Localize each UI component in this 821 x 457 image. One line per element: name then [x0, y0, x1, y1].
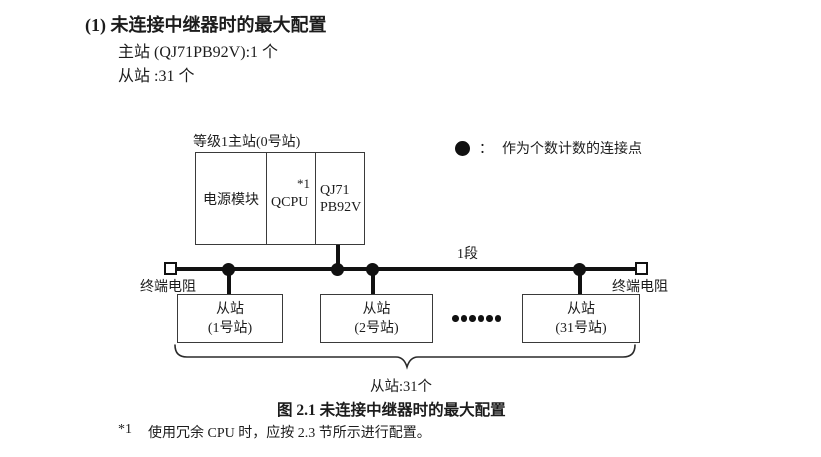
module-label-line1: QJ71: [320, 182, 350, 198]
footnote-marker: *1: [118, 422, 132, 437]
slave1-label-line2: (1号站): [207, 320, 253, 336]
footnote-text: 使用冗余 CPU 时，应按 2.3 节所示进行配置。: [148, 426, 431, 441]
slave31-label-line1: 从站: [567, 301, 595, 317]
master-drop-line: [336, 245, 340, 269]
legend-separator: ：: [479, 142, 493, 157]
master-station-label: 等级1主站(0号站): [193, 135, 301, 150]
power-module-label: 电源模块: [203, 192, 259, 208]
slave2-label-line1: 从站: [362, 301, 391, 317]
slave2-label-line2: (2号站): [354, 320, 399, 336]
connection-dot-slave31: [573, 263, 586, 276]
legend: ： 作为个数计数的连接点: [455, 138, 642, 158]
module-label-line2: PB92V: [320, 199, 362, 215]
terminator-right-label: 终端电阻: [612, 280, 668, 295]
footnote: *1 使用冗余 CPU 时，应按 2.3 节所示进行配置。: [118, 422, 431, 442]
connection-point-icon: [455, 140, 470, 156]
connection-dot-slave2: [366, 263, 379, 276]
slave1-label-line1: 从站: [216, 301, 244, 317]
legend-text: 作为个数计数的连接点: [502, 142, 642, 157]
segment-label: 1段: [457, 247, 478, 262]
figure-caption: 图 2.1 未连接中继器时的最大配置: [277, 402, 506, 419]
slave2-drop-line: [371, 269, 375, 295]
power-module-cell: 电源模块: [196, 153, 266, 244]
connection-dot-slave1: [222, 263, 235, 276]
spec-master-count: 主站 (QJ71PB92V):1 个: [118, 44, 279, 61]
cpu-cell: *1 QCPU: [266, 153, 315, 244]
cpu-footnote-marker: *1: [297, 176, 310, 191]
terminator-left-label: 终端电阻: [140, 280, 196, 295]
slave-box-1: 从站 (1号站): [177, 294, 283, 343]
terminator-right-icon: [635, 262, 648, 275]
slave1-drop-line: [227, 269, 231, 295]
slave-group-brace: [174, 344, 636, 370]
slave31-label-line2: (31号站): [555, 320, 607, 336]
pb92v-module-cell: QJ71 PB92V: [315, 153, 364, 244]
spec-slave-count: 从站 :31 个: [118, 68, 195, 85]
terminator-left-icon: [164, 262, 177, 275]
slave-box-31: 从站 (31号站): [522, 294, 640, 343]
section-heading: (1) 未连接中继器时的最大配置: [85, 15, 327, 35]
connection-dot-master: [331, 263, 344, 276]
slave31-drop-line: [578, 269, 582, 295]
master-station-box: 电源模块 *1 QCPU QJ71 PB92V: [195, 152, 365, 245]
slave-box-2: 从站 (2号站): [320, 294, 433, 343]
bus-line: [177, 267, 635, 271]
ellipsis-dots: [452, 315, 501, 322]
brace-label: 从站:31个: [370, 379, 433, 395]
cpu-label: QCPU: [271, 195, 309, 210]
